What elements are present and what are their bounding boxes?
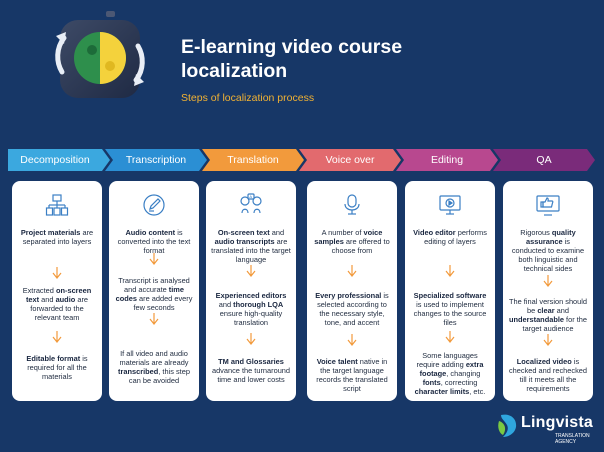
arrow-down-icon — [445, 265, 455, 277]
logo-tagline: TRANSLATION AGENCY — [555, 433, 590, 445]
card-block: Audio content is converted into the text… — [117, 228, 191, 255]
arrow-down-icon — [347, 265, 357, 277]
card-block: Extracted on-screen text and audio are f… — [22, 286, 92, 322]
microphone-icon — [344, 194, 360, 215]
card-block: Voice talent native in the target langua… — [316, 357, 388, 393]
arrow-down-icon — [543, 334, 553, 346]
pencil-icon — [143, 194, 165, 216]
card-transcription: Audio content is converted into the text… — [109, 181, 199, 401]
card-block: Video editor performs editing of layers — [413, 228, 487, 246]
arrow-down-icon — [52, 331, 62, 343]
arrow-down-icon — [445, 331, 455, 343]
card-block: Some languages require adding extra foot… — [414, 351, 486, 396]
page-subtitle: Steps of localization process — [181, 92, 315, 104]
card-block: If all video and audio materials are alr… — [118, 349, 190, 385]
card-block: On-screen text and audio transcripts are… — [211, 228, 291, 264]
lingvista-logo-icon — [498, 414, 517, 437]
card-qa: Rigorous quality assurance is conducted … — [503, 181, 593, 401]
materials-icon — [45, 194, 69, 216]
card-translation: A On-screen text and audio transcripts a… — [206, 181, 296, 401]
card-voice-over: A number of voice samples are offered to… — [307, 181, 397, 401]
card-block: Editable format is required for all the … — [26, 354, 88, 381]
lingvista-logo: Lingvista TRANSLATION AGENCY — [497, 411, 593, 447]
card-block: TM and Glossaries advance the turnaround… — [211, 357, 291, 384]
card-block: Localized video is checked and rechecked… — [508, 357, 588, 393]
logo-name: Lingvista — [521, 414, 594, 431]
puzzle-globe-icon — [55, 11, 145, 98]
card-block: Experienced editors and thorough LQA ens… — [215, 291, 287, 327]
step-translation: Translation — [202, 149, 304, 171]
page-title: E-learning video course localization — [181, 36, 403, 82]
card-decomposition: Project materials are separated into lay… — [12, 181, 102, 401]
card-block: The final version should be clear and un… — [508, 297, 588, 333]
step-editing: Editing — [396, 149, 498, 171]
svg-text:A: A — [249, 194, 252, 199]
arrow-down-icon — [246, 265, 256, 277]
video-editor-icon — [439, 195, 461, 215]
card-block: Every professional is selected according… — [315, 291, 389, 327]
card-block: A number of voice samples are offered to… — [314, 228, 390, 255]
arrow-down-icon — [149, 313, 159, 325]
card-block: Transcript is analysed and accurate time… — [115, 276, 193, 312]
arrow-down-icon — [543, 275, 553, 287]
card-block: Project materials are separated into lay… — [20, 228, 94, 246]
logo-tagline-1: TRANSLATION — [555, 433, 590, 439]
arrow-down-icon — [246, 333, 256, 345]
thumbs-up-icon — [536, 195, 560, 216]
arrow-down-icon — [52, 267, 62, 279]
logo-tagline-2: AGENCY — [555, 439, 577, 445]
card-editing: Video editor performs editing of layers … — [405, 181, 495, 401]
step-transcription: Transcription — [105, 149, 207, 171]
translation-icon: A — [240, 193, 262, 214]
arrow-down-icon — [347, 334, 357, 346]
arrow-down-icon — [149, 253, 159, 265]
step-decomposition: Decomposition — [8, 149, 110, 171]
step-qa: QA — [493, 149, 595, 171]
card-block: Specialized software is used to implemen… — [413, 291, 487, 327]
step-voice-over: Voice over — [299, 149, 401, 171]
step-bar: Decomposition Transcription Translation … — [8, 149, 595, 171]
card-block: Rigorous quality assurance is conducted … — [511, 228, 585, 273]
